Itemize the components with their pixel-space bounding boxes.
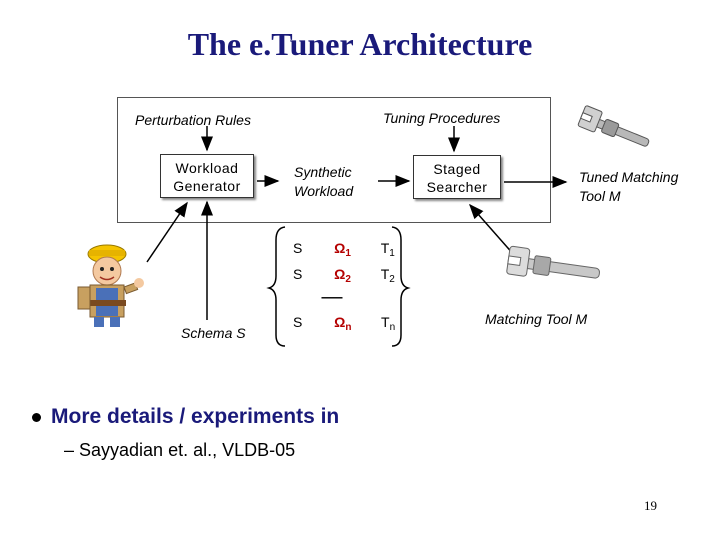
tuned-tool-label: Tuned Matching Tool M [579, 168, 678, 206]
omega-symbol: Ω [334, 314, 346, 330]
tuned-tool-line2: Tool M [579, 188, 621, 204]
perturbation-rules-label: Perturbation Rules [135, 112, 251, 128]
builder-to-generator-arrow [146, 201, 188, 263]
omega-subscript: 1 [345, 248, 351, 259]
bullet-dot [32, 413, 41, 422]
workload-generator-line1: Workload [175, 160, 239, 176]
synthetic-workload-line2: Workload [294, 183, 354, 199]
t-symbol: T [380, 240, 390, 256]
workload-generator-line2: Generator [173, 178, 241, 194]
omega-subscript: n [345, 322, 352, 333]
schema-label: Schema S [181, 325, 246, 341]
workload-row-1: S Ω1 T1 [293, 240, 395, 259]
staged-searcher-line1: Staged [433, 161, 481, 177]
t-symbol: T [381, 314, 390, 330]
tuned-tool-line1: Tuned Matching [579, 169, 679, 185]
workload-right-brace [391, 226, 411, 347]
staged-searcher-box: Staged Searcher [413, 155, 501, 199]
omega-symbol: Ω [334, 266, 346, 282]
slide-title: The e.Tuner Architecture [187, 26, 533, 62]
t-subscript: 1 [389, 248, 395, 259]
matching-tool-label: Matching Tool M [485, 311, 588, 327]
schema-symbol: S [293, 240, 303, 256]
synthetic-workload-line1: Synthetic [294, 164, 352, 180]
t-subscript: n [389, 322, 396, 333]
wrench-icon [577, 105, 650, 147]
omega-symbol: Ω [334, 240, 346, 256]
bullet-main-text: More details / experiments in [51, 405, 340, 428]
synthetic-workload-label: Synthetic Workload [294, 163, 353, 201]
tuning-procedures-label: Tuning Procedures [383, 110, 501, 126]
workload-left-brace [266, 226, 286, 347]
t-subscript: 2 [389, 274, 395, 285]
t-symbol: T [380, 266, 390, 282]
schema-symbol: S [293, 266, 303, 282]
tool-to-searcher-arrow [469, 203, 516, 257]
workload-row-2: S Ω2 T2 [293, 266, 395, 285]
omega-subscript: 2 [345, 274, 351, 285]
page-number: 19 [644, 498, 657, 513]
workload-separator: ------- [321, 290, 343, 304]
staged-searcher-line2: Searcher [426, 179, 488, 195]
builder-icon [77, 244, 144, 327]
schema-symbol: S [293, 314, 303, 330]
wrench-icon [506, 245, 601, 279]
workload-row-3: S Ωn Tn [293, 314, 395, 333]
bullet-sub-text: – Sayyadian et. al., VLDB-05 [64, 440, 296, 460]
workload-generator-box: Workload Generator [160, 154, 254, 198]
